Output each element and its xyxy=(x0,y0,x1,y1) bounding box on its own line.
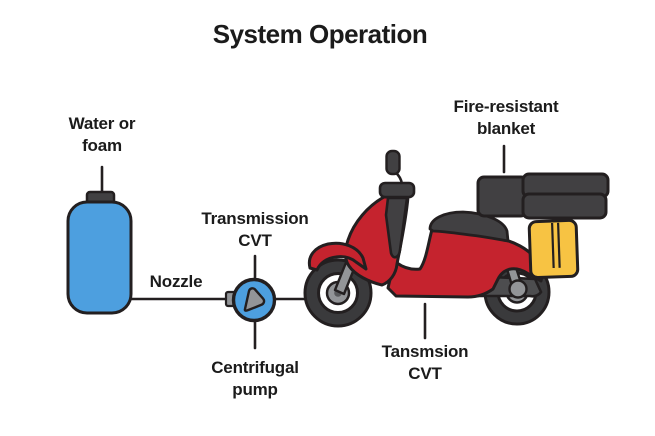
cargo-box-icon xyxy=(476,172,610,220)
steering-column xyxy=(384,196,409,259)
pump-impeller xyxy=(243,287,266,312)
connector-lines xyxy=(100,144,506,350)
centrifugal-pump-label: Centrifugal pump xyxy=(211,358,299,399)
pannier-bag-icon xyxy=(527,218,580,280)
centrifugal-pump-icon xyxy=(224,277,277,323)
nozzle-label: Nozzle xyxy=(149,272,203,291)
diagram-title: System Operation xyxy=(212,19,428,49)
fire-blanket-label: Fire-resistant blanket xyxy=(453,97,559,138)
blanket-box-front xyxy=(476,175,529,218)
water-tank-icon xyxy=(66,190,133,315)
handlebar xyxy=(378,181,416,199)
transmission-cvt-top-label: Transmission CVT xyxy=(201,209,309,250)
transmission-cvt-bottom-label: Tansmsion CVT xyxy=(381,342,469,383)
water-source-label: Water or foam xyxy=(68,114,136,155)
tank-body xyxy=(66,200,133,315)
seat xyxy=(428,210,510,243)
delivery-scooter-icon xyxy=(303,149,610,328)
rear-hub-cover xyxy=(508,279,528,299)
mirror xyxy=(385,149,401,176)
blanket-box-bottom xyxy=(521,192,608,220)
front-fender xyxy=(307,241,368,272)
